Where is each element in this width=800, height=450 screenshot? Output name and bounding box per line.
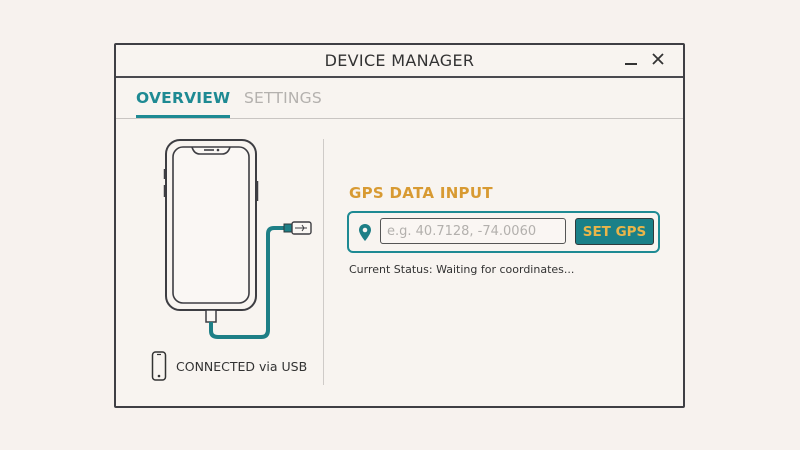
set-gps-button[interactable]: SET GPS [575,218,654,245]
close-button[interactable] [648,49,668,69]
tab-overview[interactable]: OVERVIEW [136,89,231,118]
close-icon [652,53,664,65]
window-title: DEVICE MANAGER [324,51,475,70]
connection-status: CONNECTED via USB [151,351,307,381]
gps-input-group: SET GPS [347,211,660,253]
title-bar: DEVICE MANAGER [116,45,683,78]
panel-divider [323,139,324,385]
tab-bar: OVERVIEW SETTINGS [116,78,683,119]
usb-cable-icon [209,226,285,339]
tab-settings[interactable]: SETTINGS [244,89,322,107]
gps-status-text: Current Status: Waiting for coordinates.… [349,263,575,276]
location-pin-icon [359,224,371,241]
gps-coordinates-input[interactable] [380,218,566,244]
phone-small-icon [151,351,167,381]
minimize-button[interactable] [621,49,641,69]
device-manager-window: DEVICE MANAGER OVERVIEW SETTINGS [114,43,685,408]
connection-label: CONNECTED via USB [176,358,308,374]
phone-illustration [163,139,312,339]
gps-section-title: GPS DATA INPUT [349,184,493,202]
minimize-icon [625,63,637,65]
phone-usb-illustration [130,131,330,345]
